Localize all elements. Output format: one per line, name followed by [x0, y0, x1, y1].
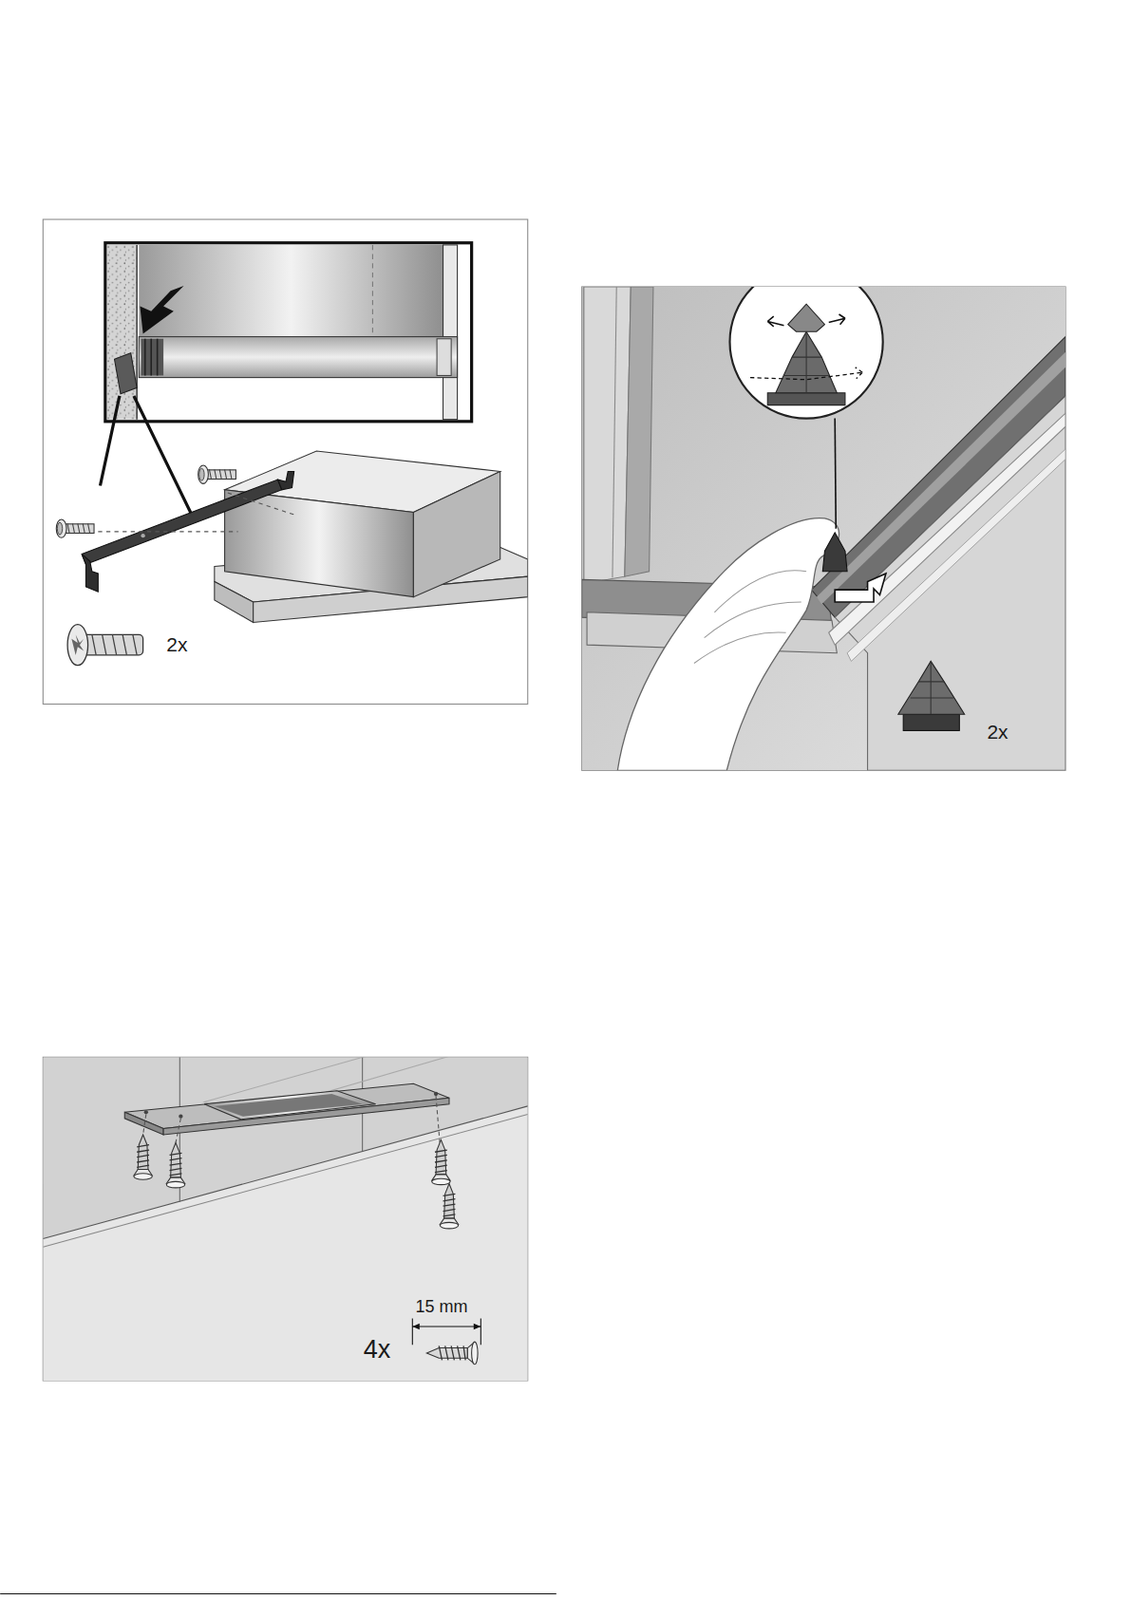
screw-icon — [67, 624, 144, 666]
inset-detail — [107, 245, 137, 420]
mounting-bracket — [81, 479, 283, 565]
leader-line — [99, 395, 192, 516]
inset-detail — [105, 243, 472, 422]
clip-panel — [582, 264, 1066, 771]
screw-path — [143, 1095, 441, 1146]
quantity-label: 2x — [166, 633, 188, 656]
mounting-bracket — [97, 492, 296, 532]
magnifier-detail — [730, 286, 884, 419]
hood-plate — [433, 1092, 438, 1096]
screw-icon — [71, 634, 84, 655]
hood-body — [214, 582, 254, 623]
hood-plate — [204, 1091, 377, 1120]
magnifier-detail — [788, 303, 826, 332]
clip-icon — [910, 660, 954, 715]
fixing-panel — [42, 1056, 528, 1381]
inset-detail — [139, 285, 184, 335]
inset-detail — [114, 353, 138, 395]
hood-plate — [124, 1083, 450, 1135]
plastic-clip — [822, 532, 848, 572]
clip-panel — [612, 286, 617, 578]
clip-icon — [898, 660, 965, 731]
hood-plate — [144, 1110, 149, 1114]
screw-icon — [92, 634, 137, 655]
fixing-panel — [42, 1033, 528, 1381]
clip-panel — [847, 449, 1066, 662]
screw-icon — [471, 1341, 478, 1365]
hood-body — [214, 451, 528, 623]
motion-arrow — [834, 573, 886, 603]
dimension-mark — [412, 1318, 414, 1345]
mounting-bracket — [140, 533, 145, 538]
dimension-mark — [412, 1325, 481, 1327]
clip-icon — [903, 714, 960, 731]
bracket-panel — [56, 243, 528, 666]
hood-plate — [214, 1093, 363, 1117]
dimension-mark — [412, 1323, 481, 1330]
screw-icon — [81, 634, 143, 655]
inset-detail — [105, 243, 472, 422]
wood-screw — [432, 1139, 451, 1185]
inset-detail — [372, 245, 374, 338]
dimension-mark — [480, 1318, 482, 1345]
clip-panel — [829, 413, 1066, 645]
dimension-label: 15 mm — [414, 1298, 468, 1318]
mounting-bracket — [81, 554, 98, 593]
inset-detail — [138, 245, 443, 338]
clip-panel — [694, 570, 807, 664]
bracket-panel — [42, 219, 528, 704]
leader-line — [834, 418, 836, 529]
magnifier-detail — [750, 367, 863, 380]
screw-icon — [67, 624, 88, 666]
wood-screw — [166, 1143, 185, 1188]
inset-detail — [443, 245, 458, 420]
inset-detail — [140, 339, 164, 377]
bracket-panel — [42, 219, 528, 704]
fixing-panel — [42, 1106, 528, 1240]
hood-body — [225, 490, 415, 598]
screw — [198, 465, 237, 484]
mounting-bracket — [277, 471, 294, 490]
magnifier-detail — [730, 286, 884, 419]
fixing-panel — [42, 1113, 528, 1247]
mounting-bracket — [81, 471, 297, 592]
quantity-label: 4x — [363, 1336, 392, 1365]
inset-detail — [135, 245, 138, 420]
wood-screw — [439, 1184, 458, 1229]
fixing-panel — [42, 1106, 528, 1381]
clip-panel — [624, 286, 654, 577]
inset-detail — [145, 339, 158, 377]
clip-panel — [582, 286, 1066, 771]
hood-body — [413, 471, 500, 597]
clip-panel — [584, 286, 631, 585]
hand — [617, 518, 839, 772]
magnifier-detail — [767, 314, 846, 327]
magnifier-detail — [783, 331, 829, 393]
footer-rule — [0, 1593, 557, 1595]
quantity-label: 2x — [986, 720, 1008, 743]
clip-icon — [898, 660, 965, 715]
screw-icon — [438, 1345, 466, 1360]
screw — [56, 519, 95, 538]
inset-detail — [436, 339, 452, 377]
wood-screw — [133, 1134, 152, 1180]
fixing-panel — [42, 1056, 528, 1381]
inset-detail — [138, 337, 457, 378]
magnifier-detail — [767, 393, 846, 406]
dimension-mark — [412, 1318, 481, 1345]
magnifier-detail — [775, 331, 837, 393]
hood-plate — [178, 1113, 183, 1118]
screw-icon — [426, 1341, 478, 1365]
